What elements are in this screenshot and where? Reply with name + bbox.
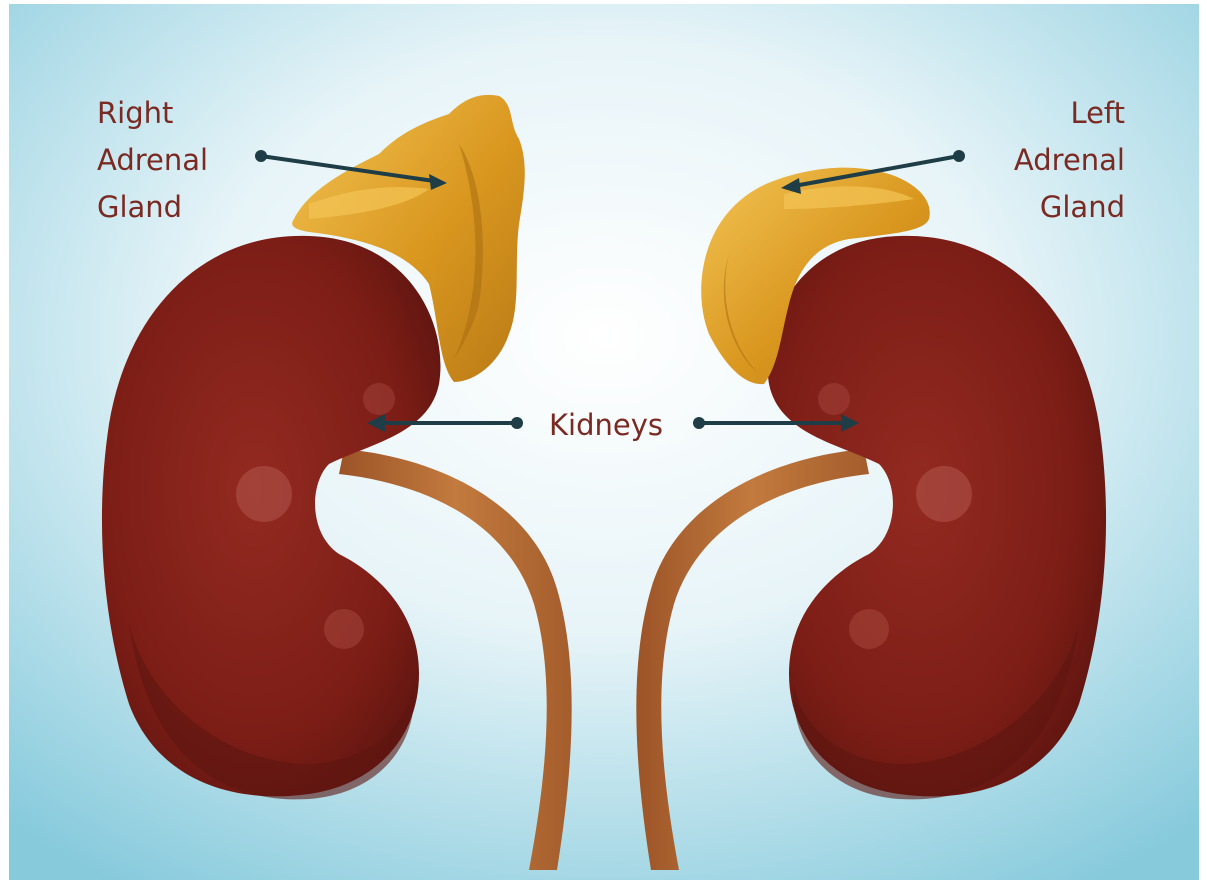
diagram-panel: Right Adrenal Gland Left Adrenal Gland K… — [9, 4, 1199, 880]
label-line: Right — [97, 90, 208, 137]
label-line: Gland — [1014, 184, 1125, 231]
label-line: Left — [1014, 90, 1125, 137]
label-line: Gland — [97, 184, 208, 231]
label-left-adrenal-gland: Left Adrenal Gland — [1014, 90, 1125, 231]
label-kidneys: Kidneys — [549, 402, 663, 449]
label-right-adrenal-gland: Right Adrenal Gland — [97, 90, 208, 231]
label-line: Adrenal — [1014, 137, 1125, 184]
label-line: Adrenal — [97, 137, 208, 184]
